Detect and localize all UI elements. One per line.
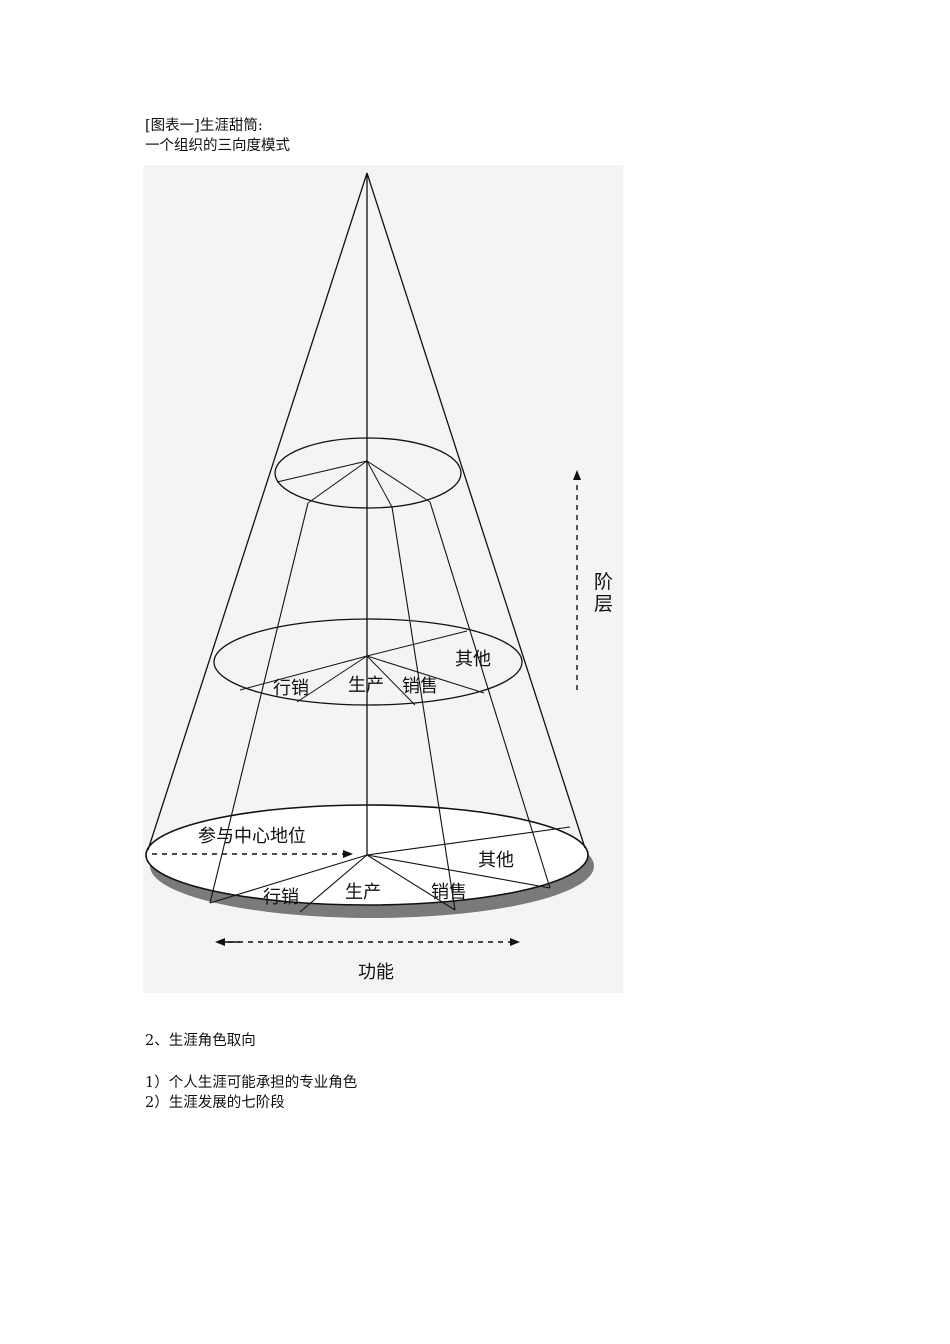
cone-right-edge xyxy=(366,172,586,849)
top-ellipse xyxy=(274,437,462,509)
middle-ellipse xyxy=(213,618,523,706)
radial-label: 参与中心地位 xyxy=(198,826,306,847)
base-label-other: 其他 xyxy=(478,850,514,871)
middle-label-production: 生产 xyxy=(348,675,384,696)
section-heading: 2、生涯角色取向 xyxy=(145,1033,256,1049)
vertical-axis-label-char2: 层 xyxy=(594,593,613,615)
middle-label-sales: 销售 xyxy=(402,676,438,697)
base-label-marketing: 行销 xyxy=(263,887,299,908)
figure-caption-subtitle: 一个组织的三向度模式 xyxy=(145,138,290,154)
horizontal-axis-label: 功能 xyxy=(358,962,394,983)
base-label-sales: 销售 xyxy=(431,882,467,903)
base-label-production: 生产 xyxy=(345,882,381,903)
figure-caption-title: [图表一]生涯甜筒: xyxy=(145,118,263,134)
vertical-axis-label-char1: 阶 xyxy=(594,571,613,593)
list-item: 1）个人生涯可能承担的专业角色 xyxy=(145,1075,358,1091)
list-item: 2）生涯发展的七阶段 xyxy=(145,1095,285,1111)
middle-label-marketing: 行销 xyxy=(273,678,309,699)
cone-left-edge xyxy=(147,172,368,851)
middle-label-other: 其他 xyxy=(455,649,491,670)
